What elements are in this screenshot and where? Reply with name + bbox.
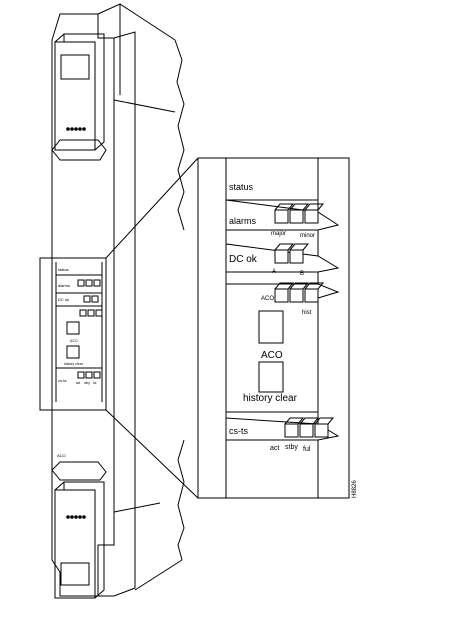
- zoom-minor-label: minor: [300, 233, 315, 239]
- zoom-cs-ts-label: cs-ts: [229, 426, 248, 436]
- small-act-label: act: [76, 381, 80, 385]
- small-aco-label: ACO: [70, 339, 78, 343]
- zoom-alarms-label: alarms: [229, 216, 257, 226]
- zoom-major-label: major: [271, 231, 286, 237]
- zoom-b-label: B: [300, 271, 304, 277]
- top-ejector-handle: [54, 33, 105, 151]
- small-cs-ts-label: cs-ts: [58, 378, 66, 383]
- zoom-act-label: act: [270, 445, 279, 452]
- history-clear-button: [258, 361, 284, 393]
- zoom-ful-label: ful: [303, 446, 311, 453]
- small-alarms-label: alarms: [58, 283, 70, 288]
- zoom-hist-label: hist: [302, 310, 312, 316]
- small-ful-label: ful: [93, 381, 97, 385]
- figure-id: H8826: [352, 480, 358, 498]
- zoom-aco-small-label: ACO: [261, 296, 274, 302]
- zoom-aco-label: ACO: [261, 350, 283, 361]
- card-body: [51, 3, 185, 597]
- top-ejector-dots: [66, 127, 86, 131]
- zoom-status-label: status: [229, 182, 254, 192]
- zoom-history-clear-label: history clear: [243, 393, 298, 404]
- small-dc-ok-label: DC ok: [58, 297, 69, 302]
- aco-button: [258, 310, 284, 344]
- small-stby-label: stby: [84, 381, 90, 385]
- zoom-a-label: A: [272, 269, 276, 275]
- bottom-ejector-handle: [54, 481, 105, 599]
- card-lower-label: ACO: [57, 453, 66, 458]
- zoom-dc-ok-label: DC ok: [229, 254, 258, 265]
- zoom-stby-label: stby: [285, 444, 298, 451]
- small-status-label: status: [58, 267, 69, 272]
- bottom-ejector-dots: [66, 515, 86, 519]
- zoom-callout-lines: [105, 157, 199, 499]
- enlarged-alarm-panel: status alarms major minor DC ok A B ACO …: [197, 157, 350, 499]
- small-alarm-panel: status alarms DC ok ACO history clear cs…: [39, 257, 107, 411]
- small-history-clear-label: history clear: [64, 362, 84, 366]
